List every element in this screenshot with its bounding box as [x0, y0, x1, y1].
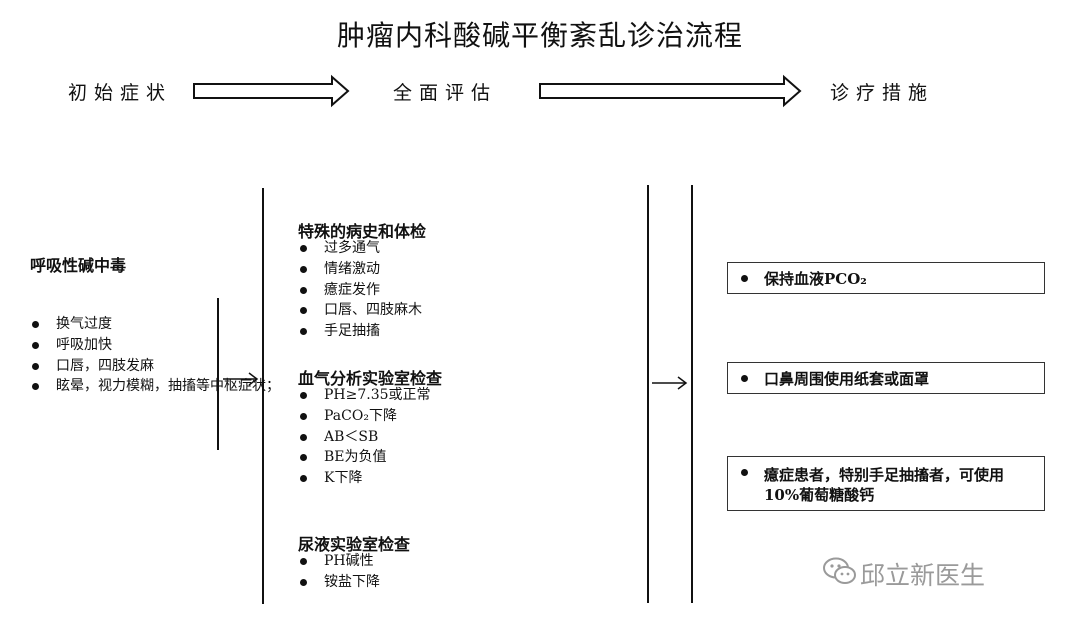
list-item: 铵盐下降 [298, 572, 380, 593]
treatment-box-3: 癔症患者，特别手足抽搐者，可使用10%葡萄糖酸钙 [727, 456, 1045, 511]
divider-line-2 [647, 185, 649, 603]
section-heading-blood-gas: 血气分析实验室检查 [298, 369, 443, 388]
treatment-box-1: 保持血液PCO₂ [727, 262, 1045, 294]
list-item: K下降 [298, 468, 431, 489]
small-arrow-right-1-icon [223, 372, 259, 386]
list-item: 手足抽搐 [298, 321, 422, 342]
list-item: PaCO₂下降 [298, 406, 431, 427]
flow-arrow-right-1-icon [193, 74, 350, 108]
section-heading-urine: 尿液实验室检查 [298, 535, 411, 554]
stage-assessment: 全面评估 [393, 82, 498, 104]
divider-line-3 [691, 185, 693, 603]
treatment-box-2: 口鼻周围使用纸套或面罩 [727, 362, 1045, 394]
stage-treatment: 诊疗措施 [830, 82, 935, 104]
flow-arrow-right-2-icon [539, 74, 802, 108]
urine-list: PH碱性 铵盐下降 [298, 551, 380, 593]
list-item: BE为负值 [298, 447, 431, 468]
section-heading-history: 特殊的病史和体检 [298, 222, 427, 241]
list-item: 口唇、四肢麻木 [298, 300, 422, 321]
divider-line-1 [262, 188, 264, 604]
list-item: 情绪激动 [298, 259, 422, 280]
symptom-list: 换气过度 呼吸加快 口唇，四肢发麻 眩晕，视力模糊，抽搐等中枢症状； [30, 314, 280, 397]
list-item: 过多通气 [298, 238, 422, 259]
list-item: 换气过度 [30, 314, 220, 335]
page-title: 肿瘤内科酸碱平衡紊乱诊治流程 [336, 19, 743, 52]
blood-gas-list: PH≥7.35或正常 PaCO₂下降 AB＜SB BE为负值 K下降 [298, 385, 431, 489]
watermark-text: 邱立新医生 [860, 561, 986, 590]
list-item: PH≥7.35或正常 [298, 385, 431, 406]
list-item: AB＜SB [298, 427, 431, 448]
list-item: 呼吸加快 [30, 335, 220, 356]
list-item: 眩晕，视力模糊，抽搐等中枢症状； [30, 376, 280, 397]
history-list: 过多通气 情绪激动 癔症发作 口唇、四肢麻木 手足抽搐 [298, 238, 422, 342]
list-item: 口唇，四肢发麻 [30, 356, 220, 377]
wechat-icon [823, 557, 856, 584]
list-item: 癔症发作 [298, 280, 422, 301]
bracket-line [217, 298, 219, 450]
list-item: PH碱性 [298, 551, 380, 572]
small-arrow-right-2-icon [652, 376, 688, 390]
left-heading: 呼吸性碱中毒 [30, 256, 127, 275]
stage-initial-symptoms: 初始症状 [68, 82, 173, 104]
